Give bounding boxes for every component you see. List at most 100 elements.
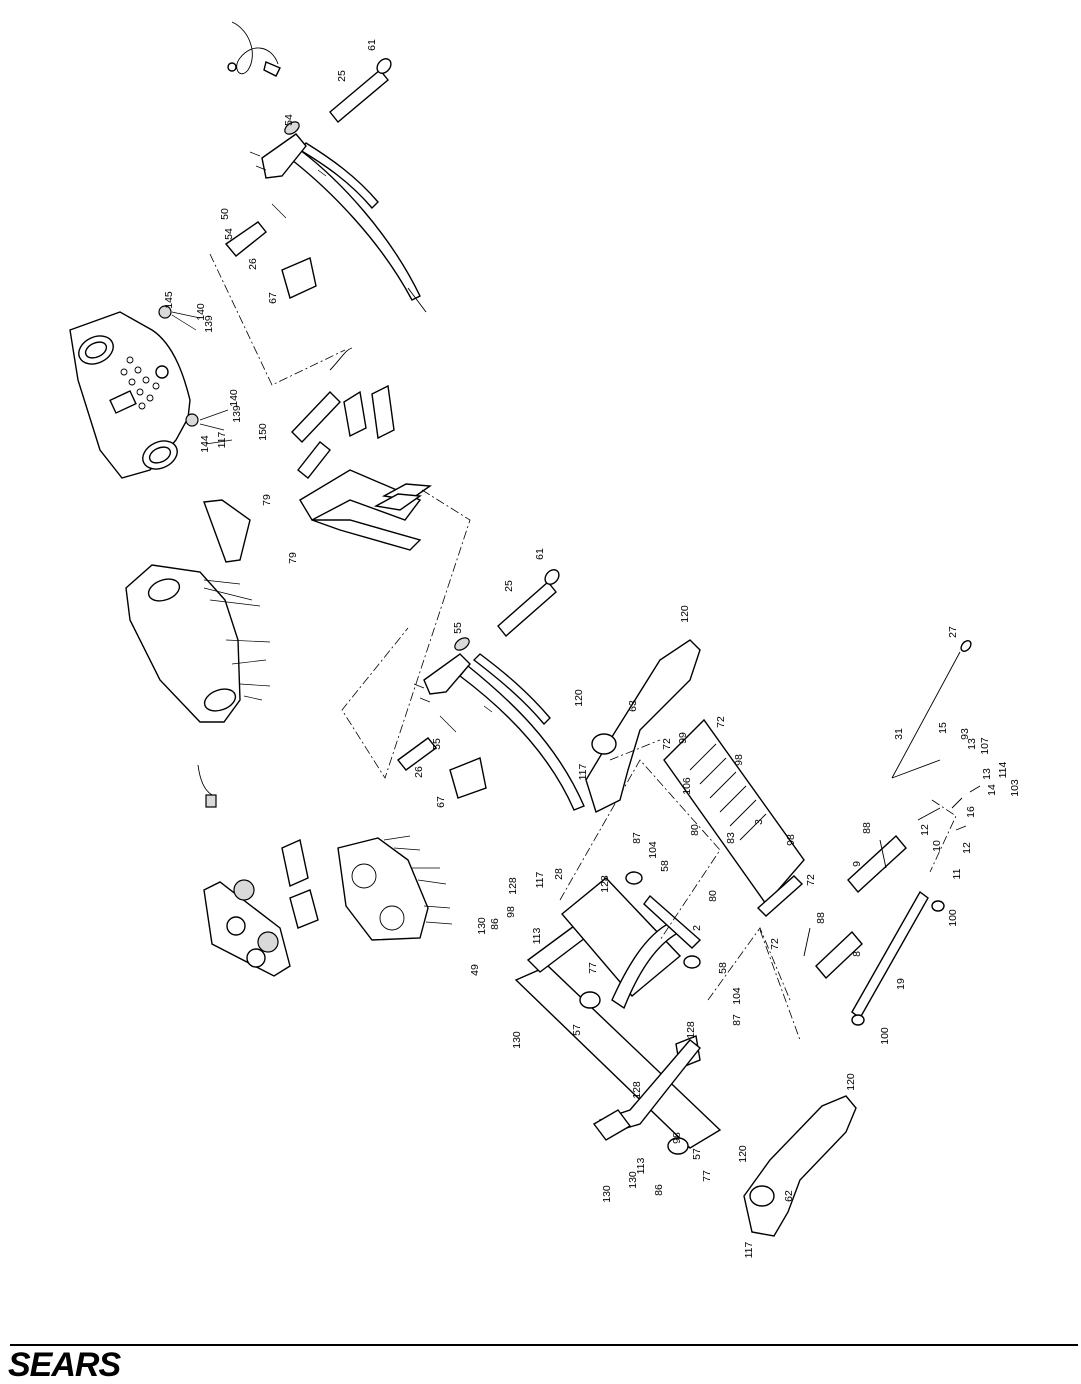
part-callout-87: 87 bbox=[731, 1014, 743, 1026]
speaker-cover-assembly bbox=[203, 835, 453, 977]
part-callout-13: 13 bbox=[981, 768, 993, 780]
part-callout-19: 19 bbox=[895, 978, 907, 990]
part-callout-54: 54 bbox=[283, 114, 295, 126]
part-callout-117: 117 bbox=[216, 431, 228, 448]
part-callout-15: 15 bbox=[937, 722, 949, 734]
part-callout-128: 128 bbox=[507, 877, 519, 895]
part-callout-113: 113 bbox=[531, 927, 543, 944]
part-callout-140: 140 bbox=[195, 303, 207, 321]
part-callout-72: 72 bbox=[715, 716, 727, 728]
rear-stabilizer bbox=[585, 639, 701, 813]
part-callout-25: 25 bbox=[336, 70, 348, 82]
incline-frame bbox=[609, 718, 805, 1041]
part-callout-114: 114 bbox=[997, 761, 1009, 778]
part-callout-139: 139 bbox=[203, 315, 215, 333]
part-callout-57: 57 bbox=[571, 1024, 583, 1036]
part-callout-86: 86 bbox=[489, 918, 501, 930]
part-callout-11: 11 bbox=[951, 868, 963, 879]
part-callout-104: 104 bbox=[731, 987, 743, 1005]
part-callout-106: 106 bbox=[681, 777, 693, 795]
part-callout-128: 128 bbox=[631, 1081, 643, 1099]
part-callout-72: 72 bbox=[661, 738, 673, 750]
part-callout-117: 117 bbox=[534, 871, 546, 888]
part-callout-49: 49 bbox=[469, 964, 481, 976]
part-callout-128: 128 bbox=[599, 875, 611, 893]
part-callout-67: 67 bbox=[435, 796, 447, 808]
part-callout-67: 67 bbox=[267, 292, 279, 304]
part-callout-150: 150 bbox=[257, 423, 269, 441]
part-callout-145: 145 bbox=[163, 291, 175, 309]
part-callout-57: 57 bbox=[691, 1148, 703, 1160]
part-callout-100: 100 bbox=[947, 909, 959, 927]
part-callout-72: 72 bbox=[769, 938, 781, 950]
part-callout-50: 50 bbox=[219, 208, 231, 220]
part-callout-93: 93 bbox=[959, 728, 971, 740]
part-callout-8: 8 bbox=[851, 951, 863, 957]
part-callout-58: 58 bbox=[717, 962, 729, 974]
part-callout-61: 61 bbox=[366, 39, 378, 51]
part-callout-104: 104 bbox=[647, 841, 659, 859]
upper-handlebar-assembly bbox=[209, 21, 427, 386]
part-callout-12: 12 bbox=[919, 824, 931, 836]
part-callout-113: 113 bbox=[635, 1157, 647, 1174]
part-callout-72: 72 bbox=[805, 874, 817, 886]
part-callout-27: 27 bbox=[947, 626, 959, 638]
part-callout-63: 63 bbox=[627, 700, 639, 712]
part-callout-120: 120 bbox=[573, 689, 585, 707]
center-pivot-assembly bbox=[203, 347, 471, 779]
part-callout-144: 144 bbox=[199, 435, 211, 453]
part-callout-13: 13 bbox=[966, 738, 978, 750]
part-callout-12: 12 bbox=[961, 842, 973, 854]
part-callout-2: 2 bbox=[691, 925, 703, 931]
part-callout-117: 117 bbox=[743, 1241, 755, 1258]
front-shroud bbox=[125, 564, 271, 808]
part-callout-83: 83 bbox=[725, 832, 737, 844]
part-callout-107: 107 bbox=[979, 737, 991, 755]
part-callout-14: 14 bbox=[986, 784, 998, 796]
footer-rule bbox=[10, 1344, 1078, 1346]
part-callout-130: 130 bbox=[627, 1171, 639, 1189]
brand-logo: SEARS bbox=[8, 1346, 121, 1384]
part-callout-55: 55 bbox=[431, 738, 443, 750]
part-callout-79: 79 bbox=[287, 552, 299, 564]
part-callout-79: 79 bbox=[261, 494, 273, 506]
part-callout-77: 77 bbox=[701, 1170, 713, 1182]
part-callout-87: 87 bbox=[631, 832, 643, 844]
linkage-assembly bbox=[803, 640, 981, 1026]
part-callout-98: 98 bbox=[505, 906, 517, 918]
base-frame bbox=[514, 759, 791, 1155]
part-callout-61: 61 bbox=[534, 548, 546, 560]
part-callout-99: 99 bbox=[677, 732, 689, 744]
part-callout-88: 88 bbox=[815, 912, 827, 924]
part-callout-10: 10 bbox=[931, 840, 943, 852]
part-callout-16: 16 bbox=[965, 806, 977, 818]
part-callout-128: 128 bbox=[685, 1021, 697, 1039]
part-callout-86: 86 bbox=[653, 1184, 665, 1196]
part-callout-54: 54 bbox=[223, 228, 235, 240]
part-callout-130: 130 bbox=[476, 917, 488, 935]
part-callout-139: 139 bbox=[231, 405, 243, 423]
lower-handlebar-assembly bbox=[396, 569, 585, 811]
part-callout-58: 58 bbox=[659, 860, 671, 872]
part-callout-100: 100 bbox=[879, 1027, 891, 1045]
part-callout-62: 62 bbox=[783, 1190, 795, 1202]
part-callout-130: 130 bbox=[511, 1031, 523, 1049]
part-callout-80: 80 bbox=[689, 824, 701, 836]
part-callout-98: 98 bbox=[733, 754, 745, 766]
part-callout-9: 9 bbox=[851, 861, 863, 867]
console-assembly bbox=[69, 305, 233, 479]
part-callout-103: 103 bbox=[1009, 779, 1021, 797]
part-callout-117: 117 bbox=[577, 763, 589, 780]
part-callout-3: 3 bbox=[753, 819, 765, 825]
part-callout-120: 120 bbox=[679, 605, 691, 623]
part-callout-28: 28 bbox=[553, 868, 565, 880]
part-callout-77: 77 bbox=[587, 962, 599, 974]
part-callout-55: 55 bbox=[452, 622, 464, 634]
part-callout-25: 25 bbox=[503, 580, 515, 592]
part-callout-140: 140 bbox=[228, 389, 240, 407]
part-callout-88: 88 bbox=[861, 822, 873, 834]
part-callout-26: 26 bbox=[413, 766, 425, 778]
part-callout-26: 26 bbox=[247, 258, 259, 270]
